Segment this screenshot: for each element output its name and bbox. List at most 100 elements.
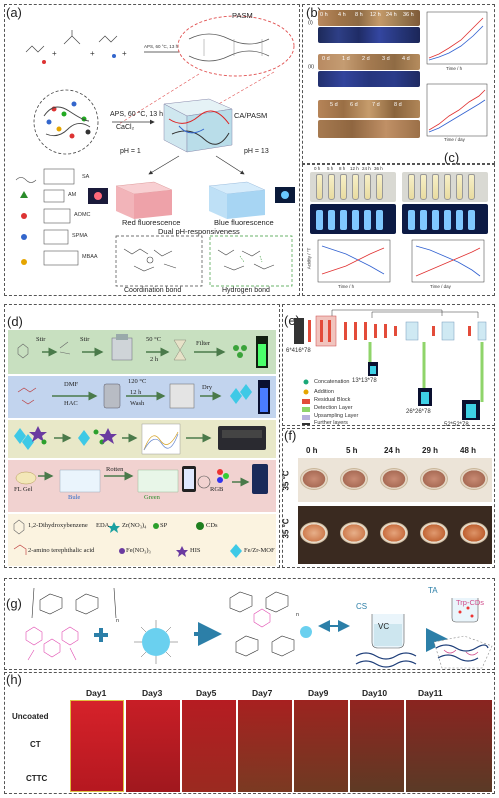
repeat-n-1: n [116,618,120,624]
panel-b-day-4: 4 d [402,56,410,62]
input-size-label: 6*416*78 [286,348,311,354]
panel-c-plots [317,239,485,283]
hydro-wash: Wash [130,400,145,407]
day-label-7: Day7 [252,688,273,698]
legend-mbaa: MBAA [82,254,98,260]
panel-e-frame [282,304,495,426]
panel-c-time-8h: 8 h [339,166,346,171]
output-size-2: 26*26*78 [406,409,431,415]
panel-d-legend-bg [8,514,276,566]
coordination-bond-label: Coordination bond [124,287,182,294]
panel-c-time-5h: 5 h [327,166,334,171]
stir-label-2: Stir [80,336,90,343]
trp-cds-label: Trp-CDs [456,598,485,607]
stir-label-1: Stir [36,336,46,343]
legend-cds: CDs [206,522,218,529]
legend-zr-nitrate: Zr(NO₃)₄ [122,522,147,529]
panel-g-label: (g) [6,596,22,611]
hydro-temp: 120 °C [128,378,147,385]
panel-b-time-24h: 24 h [386,12,397,18]
legend-addition: Addition [314,389,334,395]
legend-sa: SA [82,174,90,180]
day-label-11: Day11 [418,688,443,698]
panel-b-time-4h: 4 h [338,12,346,18]
panel-f-frame [282,428,495,568]
panel-b-photos [318,10,420,160]
stir-temp: 50 °C [146,336,162,343]
row-label-uncoated: Uncoated [12,712,49,721]
panel-d-frame [4,304,280,568]
panel-f-row1 [298,458,492,502]
product-label: CA/PASM [234,111,268,120]
panel-c-xlabel-d: Time / day [430,284,451,289]
row-label-ct: CT [30,740,41,749]
legend-spma: SPMA [72,233,88,239]
panel-g-graphics [25,587,493,669]
panel-c-xlabel-h: Time / h [338,284,355,289]
panel-a-label: (a) [6,5,22,20]
hac-label: HAC [64,400,78,407]
pasm-label: PASM [232,11,253,20]
panel-b-day-6: 6 d [350,102,358,108]
legend-dihydroxybenzene: 1,2-Dihydroxybenzene [28,522,88,529]
svg-text:+: + [52,49,57,58]
panel-f-time-29: 29 h [422,446,439,455]
day-label-10: Day10 [362,688,388,698]
panel-c-time-0h: 0 h [314,166,321,171]
panel-f-temp-1: 35 °C [281,470,291,491]
fl-gel-label: FL Gel [14,486,33,493]
panel-g-frame [4,578,495,670]
legend-sp: SP [160,522,168,529]
hydrogen-bond-label: Hydrogen bond [222,287,270,294]
panel-c-time-12h: 12 h [350,166,359,171]
panel-b-xlabel-h: Time / h [446,66,463,71]
legend-further-layers: Further layers [314,420,348,426]
filter-label: Filter [196,340,211,347]
dual-ph-label: Dual pH-responsiveness [158,227,240,236]
svg-text:+: + [122,49,127,58]
legend-concatenation: Concatenation [314,379,350,385]
legend-eda: EDA [96,522,110,529]
panel-b-time-36h: 36 h [403,12,414,18]
panel-b-day-5: 5 d [330,102,338,108]
panel-b-label: (b) [306,5,322,20]
ta-label: TA [428,586,438,595]
output-size-1: 13*13*78 [352,378,377,384]
panel-b-time-8h: 8 h [355,12,363,18]
panel-b-mark-i: (i) [308,20,313,26]
panel-b-xlabel-d: Time / day [444,137,465,142]
panel-c-label: (c) [444,150,460,165]
svg-text:+: + [90,49,95,58]
panel-d-label: (d) [7,314,23,329]
panel-f-time-48: 48 h [460,446,477,455]
stir-time: 2 h [150,356,159,363]
dry-label: Dry [202,384,213,391]
day-label-5: Day5 [196,688,217,698]
legend-detection-layer: Detection Layer [314,405,353,411]
panel-b-day-0: 0 d [322,56,330,62]
rgb-label: RGB [210,486,224,493]
row-label-cttc: CTTC [26,774,48,783]
panel-f-label: (f) [284,428,297,443]
panel-e-network [294,309,487,425]
ph-high-label: pH = 13 [244,148,269,155]
cacl2-label: CaCl₂ [116,124,135,131]
panel-b-time-12h: 12 h [370,12,381,18]
panel-c-fluorescent-vials [316,210,475,230]
panel-f-time-0: 0 h [306,446,318,455]
panel-a-graphics: + + + [15,15,295,287]
legend-am: AM [68,192,77,198]
green-label: Green [144,494,160,501]
panel-f-row2 [298,506,492,564]
day-label-1: Day1 [86,688,107,698]
panel-f-time-24: 24 h [384,446,401,455]
panel-b-day-7: 7 d [372,102,380,108]
panel-c-time-36h: 36 h [374,166,383,171]
dmf-label: DMF [64,381,79,388]
reaction-conditions: APS, 60 °C, 13 h [144,44,179,49]
hydro-time: 12 h [130,389,142,396]
cs-label: CS [356,602,368,611]
bule-label: Bule [68,494,81,501]
red-fluorescence-label: Red fluorescence [122,218,181,227]
panel-a-frame [4,4,300,296]
